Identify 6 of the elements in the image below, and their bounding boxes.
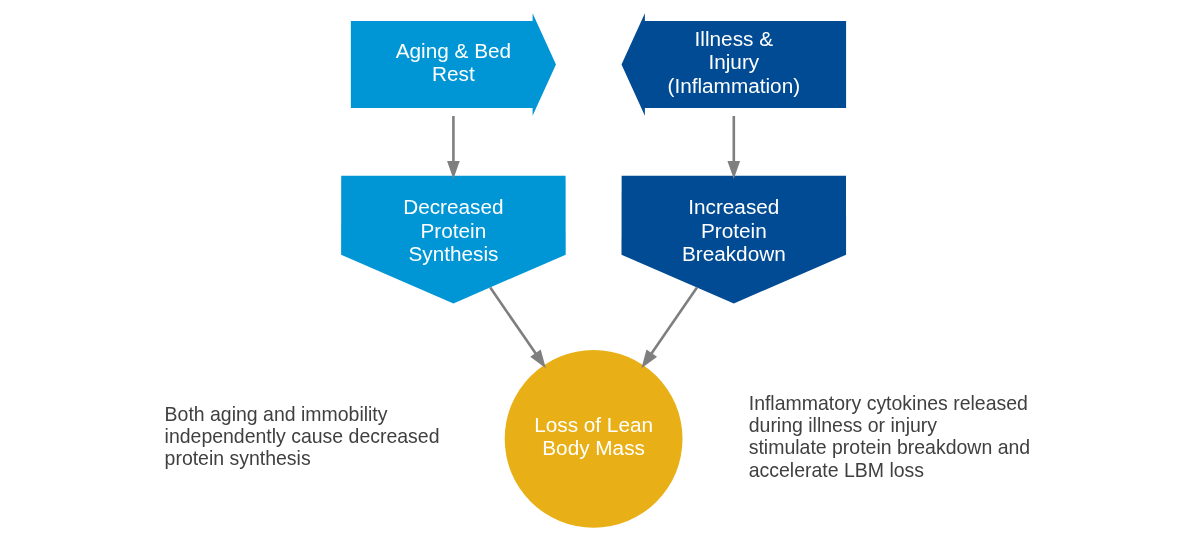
arrow <box>726 116 740 180</box>
label: Inflammatory cytokines released during illness or injury stimulate protein breakdown and accelerate LBM loss <box>748 392 1030 481</box>
arrow <box>488 286 546 369</box>
label: Both aging and immobility independently cause decreased protein synthesis <box>164 403 440 470</box>
arrow <box>640 286 698 369</box>
arrow <box>446 116 460 180</box>
